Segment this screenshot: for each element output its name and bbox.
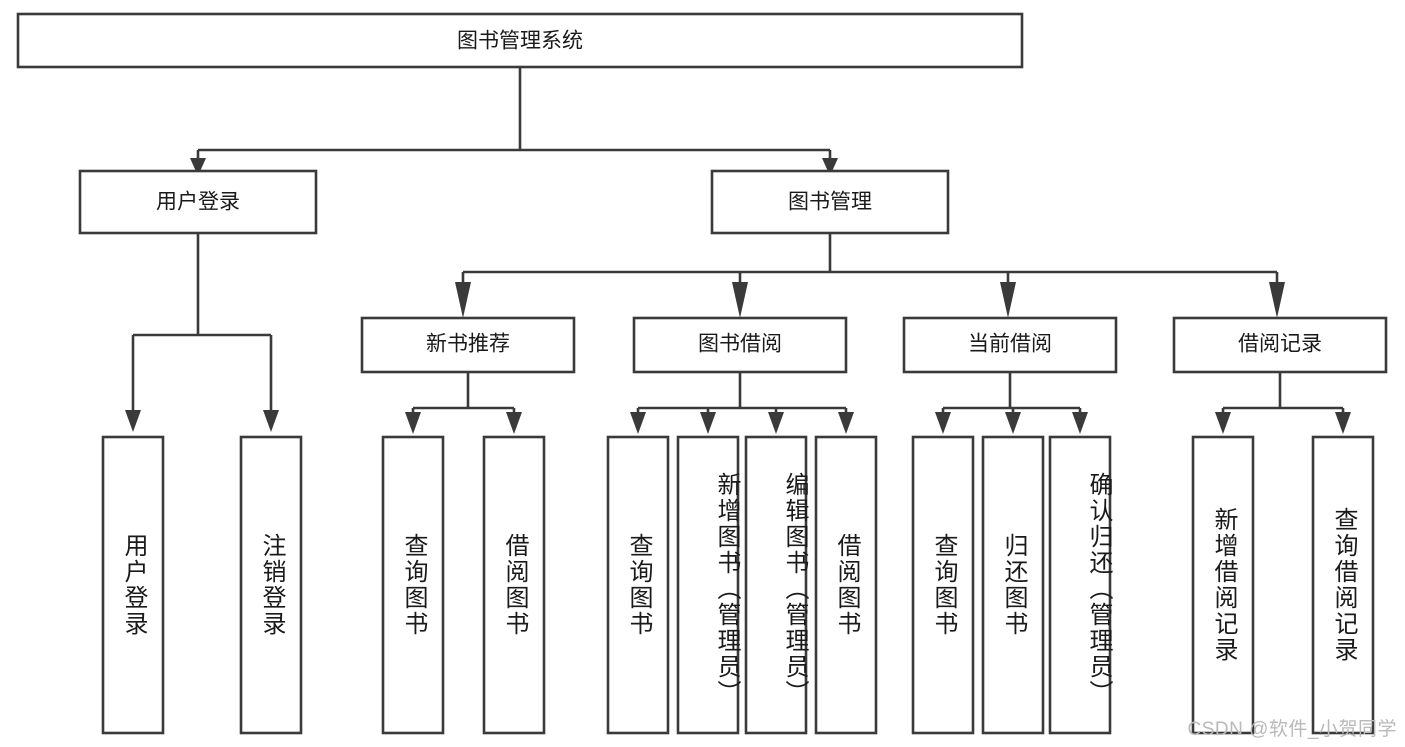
connector-group-currentborrow xyxy=(935,372,1088,434)
node-book-management-label: 图书管理 xyxy=(788,191,872,214)
node-current-borrow[interactable]: 当前借阅 xyxy=(902,316,1118,374)
node-leaf-confirm-return-box[interactable] xyxy=(1048,435,1112,735)
leaf-boxes-user-login xyxy=(101,435,303,735)
arrow-head-bookmgmt xyxy=(822,158,838,176)
node-leaf-query-book-1-box[interactable] xyxy=(381,435,445,735)
node-leaf-borrow-book-2-box[interactable] xyxy=(814,435,878,735)
leaf-boxes-borrow-record xyxy=(1191,435,1375,735)
node-user-login[interactable]: 用户登录 xyxy=(78,169,318,235)
arrow-head-leaf-borrowrecord-1 xyxy=(1215,412,1231,434)
node-book-management[interactable]: 图书管理 xyxy=(710,169,950,235)
arrow-head-leaf-bookborrow-3 xyxy=(768,412,784,434)
node-current-borrow-label: 当前借阅 xyxy=(968,333,1052,356)
watermark-text: CSDN @软件_小贺同学 xyxy=(1187,719,1397,740)
node-borrow-record-label: 借阅记录 xyxy=(1238,333,1322,356)
node-leaf-logout-box[interactable] xyxy=(239,435,303,735)
arrow-head-currentborrow xyxy=(1000,282,1016,318)
node-user-login-box[interactable] xyxy=(78,169,318,235)
node-leaf-add-record-box[interactable] xyxy=(1191,435,1255,735)
node-leaf-return-book-box[interactable] xyxy=(981,435,1045,735)
node-leaf-edit-book-box[interactable] xyxy=(744,435,808,735)
arrow-head-leaf-newbook-1 xyxy=(405,412,421,434)
connector-group-bookborrow xyxy=(630,372,854,434)
node-borrow-record-box[interactable] xyxy=(1172,316,1388,374)
arrow-head-leaf-bookborrow-2 xyxy=(700,412,716,434)
node-leaf-query-book-3-box[interactable] xyxy=(911,435,975,735)
arrow-head-leaf-currentborrow-3 xyxy=(1072,412,1088,434)
connector-group-newbook xyxy=(405,372,522,434)
node-new-book-recommend-label: 新书推荐 xyxy=(426,333,510,356)
arrow-head-leaf-user-1 xyxy=(125,410,141,432)
node-leaf-borrow-book-1-box[interactable] xyxy=(482,435,546,735)
arrow-head-newbook xyxy=(455,282,471,318)
leaf-boxes-new-book xyxy=(381,435,546,735)
connector-group-root xyxy=(190,67,838,176)
leaf-boxes-book-borrow xyxy=(606,435,878,735)
node-new-book-recommend-box[interactable] xyxy=(360,316,576,374)
arrow-head-leaf-currentborrow-2 xyxy=(1005,412,1021,434)
node-user-login-label: 用户登录 xyxy=(156,191,240,214)
node-borrow-record[interactable]: 借阅记录 xyxy=(1172,316,1388,374)
arrow-head-bookborrow xyxy=(732,282,748,318)
arrow-head-leaf-bookborrow-4 xyxy=(838,412,854,434)
arrow-head-leaf-bookborrow-1 xyxy=(630,412,646,434)
node-root[interactable]: 图书管理系统 xyxy=(16,12,1024,69)
leaf-boxes-current-borrow xyxy=(911,435,1112,735)
node-current-borrow-box[interactable] xyxy=(902,316,1118,374)
node-root-label: 图书管理系统 xyxy=(457,30,583,53)
node-leaf-user-login-box[interactable] xyxy=(101,435,165,735)
node-book-borrow-label: 图书借阅 xyxy=(698,333,782,356)
connector-group-bookmgmt xyxy=(455,233,1285,318)
node-leaf-query-record-box[interactable] xyxy=(1311,435,1375,735)
node-book-borrow-box[interactable] xyxy=(632,316,848,374)
arrow-head-leaf-borrowrecord-2 xyxy=(1335,412,1351,434)
node-leaf-add-book-box[interactable] xyxy=(676,435,740,735)
arrow-head-leaf-currentborrow-1 xyxy=(935,412,951,434)
arrow-head-leaf-newbook-2 xyxy=(506,412,522,434)
arrow-head-userlogin xyxy=(190,158,206,176)
connector-group-borrowrecord xyxy=(1215,372,1351,434)
connector-group-userlogin xyxy=(125,233,279,432)
node-new-book-recommend[interactable]: 新书推荐 xyxy=(360,316,576,374)
arrow-head-leaf-user-2 xyxy=(263,410,279,432)
arrow-head-borrowrecord xyxy=(1269,282,1285,318)
node-leaf-query-book-2-box[interactable] xyxy=(606,435,670,735)
node-book-management-box[interactable] xyxy=(710,169,950,235)
node-book-borrow[interactable]: 图书借阅 xyxy=(632,316,848,374)
node-root-box[interactable] xyxy=(16,12,1024,69)
